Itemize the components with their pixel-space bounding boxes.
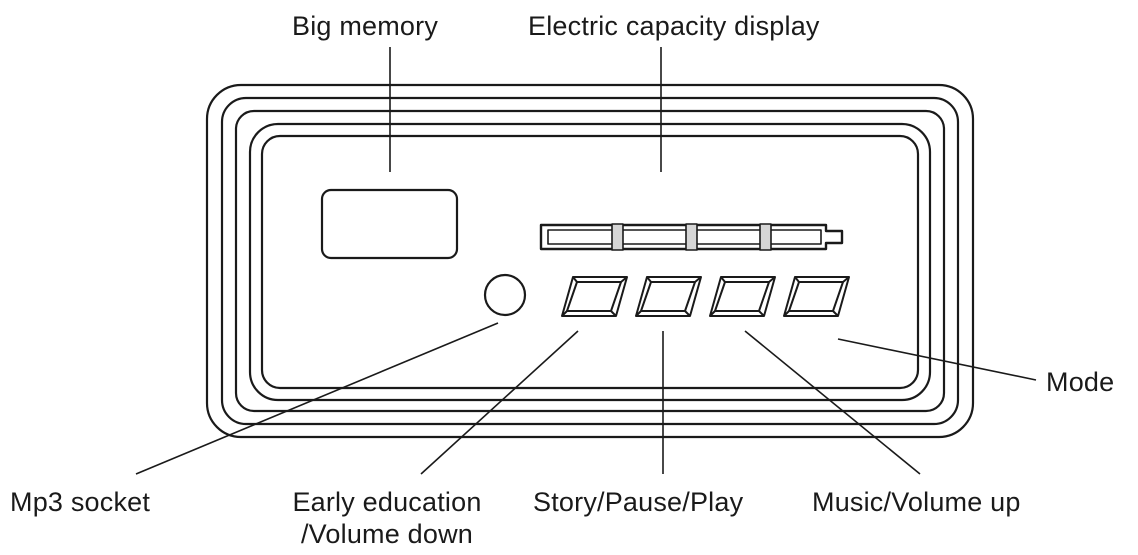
mp3-socket bbox=[483, 273, 527, 317]
button-music-volume-up[interactable] bbox=[709, 276, 776, 317]
button-early-education[interactable] bbox=[561, 276, 628, 317]
leader-mp3-socket bbox=[135, 322, 499, 475]
leader-mode bbox=[837, 338, 1037, 381]
label-mode: Mode bbox=[1046, 367, 1115, 397]
label-electric-capacity: Electric capacity display bbox=[528, 11, 820, 41]
battery-segment-divider bbox=[611, 223, 772, 251]
leader-early-education bbox=[420, 330, 579, 475]
label-mp3-socket: Mp3 socket bbox=[10, 487, 151, 517]
inner-panel-outer bbox=[248, 122, 932, 402]
housing-step bbox=[234, 109, 946, 413]
leader-music-volume-up bbox=[744, 330, 921, 475]
button-story-pause-play[interactable] bbox=[635, 276, 702, 317]
outer-housing bbox=[205, 83, 975, 439]
label-early-education: Early education /Volume down bbox=[262, 486, 512, 550]
label-early-education-line2: /Volume down bbox=[300, 519, 473, 549]
memory-display bbox=[320, 188, 459, 260]
outer-housing-inner-edge bbox=[220, 96, 960, 426]
label-music-volume-up: Music/Volume up bbox=[812, 487, 1021, 517]
battery-indicator bbox=[539, 223, 844, 251]
inner-panel bbox=[260, 134, 920, 390]
label-story-pause-play: Story/Pause/Play bbox=[533, 487, 744, 517]
button-mode[interactable] bbox=[783, 276, 850, 317]
label-early-education-line1: Early education bbox=[292, 487, 482, 517]
label-big-memory: Big memory bbox=[292, 11, 439, 41]
